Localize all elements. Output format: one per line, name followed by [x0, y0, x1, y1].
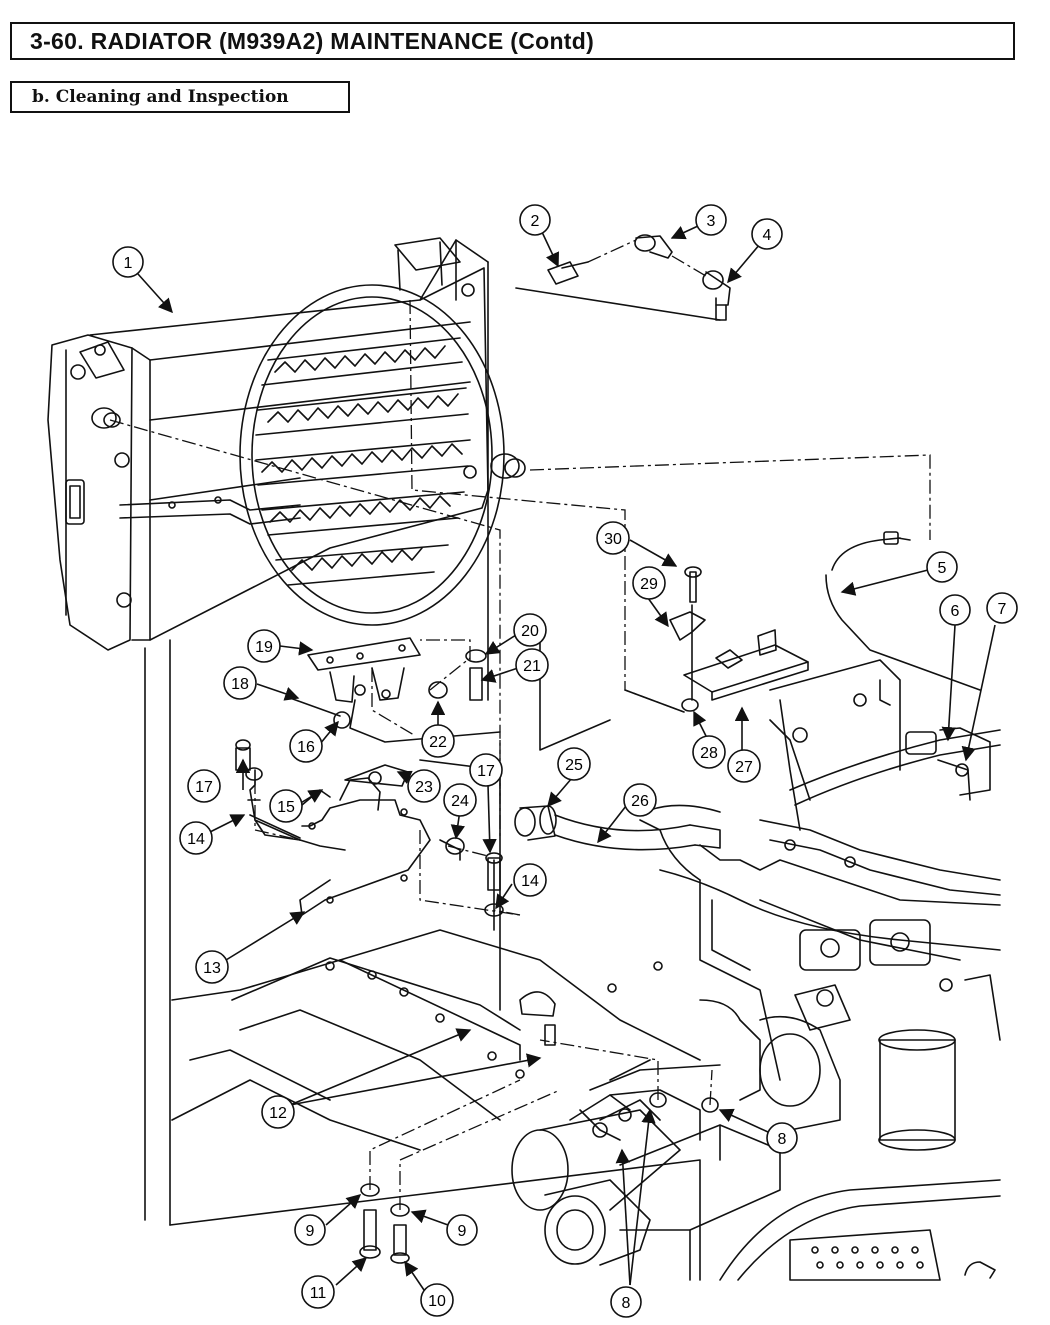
svg-text:12: 12 — [269, 1105, 287, 1122]
callout-12: 12 — [261, 1095, 295, 1129]
svg-text:10: 10 — [428, 1293, 446, 1310]
svg-text:30: 30 — [604, 531, 622, 548]
svg-text:6: 6 — [951, 603, 960, 620]
callout-16: 16 — [289, 729, 323, 763]
callout-1: 1 — [112, 246, 144, 278]
svg-text:4: 4 — [763, 227, 772, 244]
callout-3: 3 — [695, 204, 727, 236]
svg-text:14: 14 — [187, 831, 205, 848]
svg-text:15: 15 — [277, 799, 295, 816]
callout-14-left: 14 — [179, 821, 213, 855]
callout-10: 10 — [420, 1283, 454, 1317]
callout-20: 20 — [513, 613, 547, 647]
svg-text:9: 9 — [458, 1223, 467, 1240]
callout-8-bottom: 8 — [610, 1286, 642, 1318]
callout-18: 18 — [223, 666, 257, 700]
callout-4: 4 — [751, 218, 783, 250]
callout-21: 21 — [515, 648, 549, 682]
lower-hose-26 — [514, 805, 721, 851]
callout-6: 6 — [939, 594, 971, 626]
callout-26: 26 — [623, 783, 657, 817]
callout-17-right: 17 — [469, 753, 503, 787]
callout-23: 23 — [407, 769, 441, 803]
mounting-frame — [144, 261, 701, 1281]
svg-text:16: 16 — [297, 739, 315, 756]
svg-text:14: 14 — [521, 873, 539, 890]
callout-9-right: 9 — [446, 1214, 478, 1246]
callout-27: 27 — [727, 749, 761, 783]
section-header: b. Cleaning and Inspection — [10, 81, 350, 113]
callout-13: 13 — [195, 950, 229, 984]
svg-text:28: 28 — [700, 745, 718, 762]
svg-text:29: 29 — [640, 576, 658, 593]
fittings-and-hose — [515, 234, 981, 691]
callout-9-left: 9 — [294, 1214, 326, 1246]
callout-15: 15 — [269, 789, 303, 823]
svg-text:24: 24 — [451, 793, 469, 810]
svg-text:27: 27 — [735, 759, 753, 776]
callouts: 1 2 3 4 5 6 7 8 8 9 9 10 11 12 13 14 14 … — [112, 204, 1018, 1318]
section-title: b. Cleaning and Inspection — [32, 87, 289, 107]
callout-25: 25 — [557, 747, 591, 781]
callout-2: 2 — [519, 204, 551, 236]
callout-19: 19 — [247, 629, 281, 663]
callout-5: 5 — [926, 551, 958, 583]
svg-text:2: 2 — [531, 213, 540, 230]
radiator-assembly — [47, 237, 526, 651]
callout-14-right: 14 — [513, 863, 547, 897]
callout-29: 29 — [632, 566, 666, 600]
battery-box-area — [719, 1179, 1001, 1281]
callout-24: 24 — [443, 783, 477, 817]
svg-text:8: 8 — [622, 1295, 631, 1312]
frame-fasteners — [359, 1092, 719, 1264]
leader-lines — [137, 225, 996, 1291]
svg-text:13: 13 — [203, 960, 221, 977]
svg-text:18: 18 — [231, 676, 249, 693]
svg-text:1: 1 — [124, 255, 133, 272]
svg-text:17: 17 — [195, 779, 213, 796]
engine-assembly — [639, 659, 1001, 1151]
svg-text:3: 3 — [707, 213, 716, 230]
svg-text:11: 11 — [310, 1285, 327, 1302]
callout-22: 22 — [421, 724, 455, 758]
svg-text:7: 7 — [998, 601, 1007, 618]
callout-11: 11 — [301, 1275, 335, 1309]
title-bar: 3-60. RADIATOR (M939A2) MAINTENANCE (Con… — [10, 22, 1015, 60]
callout-17-left: 17 — [187, 769, 221, 803]
callout-8-right: 8 — [766, 1122, 798, 1154]
svg-text:17: 17 — [477, 763, 495, 780]
svg-text:20: 20 — [521, 623, 539, 640]
svg-text:5: 5 — [938, 560, 947, 577]
starter-assembly — [511, 1059, 781, 1281]
svg-text:26: 26 — [631, 793, 649, 810]
svg-text:21: 21 — [523, 658, 541, 675]
callout-7: 7 — [986, 592, 1018, 624]
svg-text:23: 23 — [415, 779, 433, 796]
svg-text:8: 8 — [778, 1131, 787, 1148]
svg-text:19: 19 — [255, 639, 273, 656]
lower-bracket-hardware — [235, 637, 504, 931]
callout-28: 28 — [692, 735, 726, 769]
svg-text:22: 22 — [429, 734, 447, 751]
svg-text:25: 25 — [565, 757, 583, 774]
page-title: 3-60. RADIATOR (M939A2) MAINTENANCE (Con… — [30, 27, 595, 54]
alignment-lines — [109, 239, 931, 1210]
callout-30: 30 — [596, 521, 630, 555]
svg-text:9: 9 — [306, 1223, 315, 1240]
